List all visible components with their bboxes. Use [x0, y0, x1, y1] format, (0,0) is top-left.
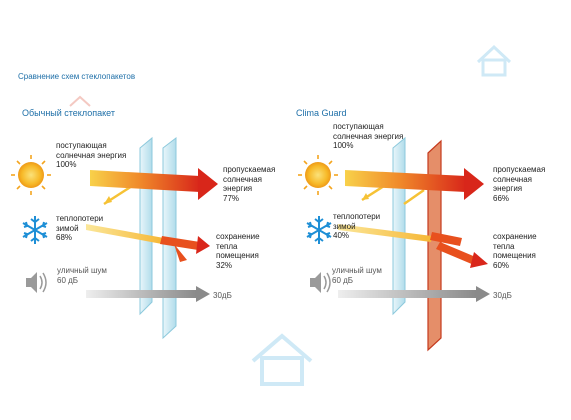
panel-clima-guard — [298, 136, 490, 352]
label-line: теплопотери — [333, 212, 381, 221]
label-value: 100% — [56, 160, 77, 169]
label-line: энергия — [493, 184, 523, 193]
label-line: солнечная энергия — [333, 131, 404, 141]
sun-arrow — [90, 168, 218, 200]
label-line: солнечная энергия — [56, 150, 127, 160]
label-line: пропускаемая — [493, 165, 546, 174]
label-value: 60 дБ — [332, 275, 354, 285]
noise-arrow — [338, 286, 490, 302]
label-value: 66% — [493, 193, 510, 203]
reflected-sun-arrow — [103, 184, 133, 206]
label-line: тепла — [493, 241, 515, 251]
label-value: 60% — [493, 260, 510, 270]
sun-out-label: пропускаемая солнечная энергия 66% — [493, 165, 545, 203]
sun-in-label: поступающая солнечная энергия 100% — [333, 122, 403, 151]
label-line: зимой — [333, 221, 356, 231]
label-value: 77% — [223, 193, 240, 203]
heat-arrow — [86, 224, 210, 262]
label-line: теплопотери — [56, 214, 104, 223]
glass-pane — [392, 136, 406, 316]
label-line: поступающая — [56, 141, 107, 150]
label-value: 68% — [56, 233, 73, 242]
noise-in-label: уличный шум 60 дБ — [57, 266, 107, 285]
reflected-sun-arrow — [361, 184, 425, 206]
label-line: солнечная — [493, 174, 532, 184]
noise-out-label: 30дБ — [213, 291, 232, 300]
label-line: пропускаемая — [223, 165, 276, 174]
heat-kept-label: сохранение тепла помещения 60% — [493, 232, 537, 270]
label-line: уличный шум — [57, 266, 107, 275]
speaker-icon — [310, 272, 331, 293]
heat-loss-label: теплопотери зимой 68% — [56, 214, 103, 243]
label-line: зимой — [56, 223, 79, 233]
snowflake-icon — [22, 216, 48, 244]
label-value: 100% — [333, 141, 354, 150]
label-line: сохранение — [216, 232, 260, 241]
sun-out-label: пропускаемая солнечная энергия 77% — [223, 165, 275, 203]
sun-in-label: поступающая солнечная энергия 100% — [56, 141, 126, 170]
panel-title-ordinary: Обычный стеклопакет — [22, 108, 115, 118]
label-line: сохранение — [493, 232, 537, 241]
label-line: энергия — [223, 184, 253, 193]
label-line: уличный шум — [332, 266, 382, 275]
label-value: 32% — [216, 260, 233, 270]
label-line: помещения — [216, 251, 259, 260]
label-line: помещения — [493, 251, 536, 260]
page-title: Сравнение схем стеклопакетов — [18, 72, 136, 81]
heat-loss-label: теплопотери зимой 40% — [333, 212, 380, 241]
heat-arrow — [338, 224, 488, 268]
sun-icon — [11, 155, 51, 195]
noise-in-label: уличный шум 60 дБ — [332, 266, 382, 285]
noise-arrow — [86, 286, 210, 302]
speaker-icon — [26, 272, 47, 293]
label-line: солнечная — [223, 174, 262, 184]
glass-pane — [139, 136, 153, 316]
label-line: поступающая — [333, 122, 384, 131]
label-line: тепла — [216, 241, 238, 251]
sun-icon — [298, 155, 338, 195]
panel-ordinary — [11, 136, 218, 340]
house-watermark-icon — [69, 95, 91, 107]
label-value: 40% — [333, 231, 350, 240]
panel-title-clima-guard: Clima Guard — [296, 108, 347, 118]
sun-arrow — [345, 168, 484, 200]
house-watermark-icon — [251, 333, 313, 386]
house-watermark-icon — [476, 44, 512, 77]
snowflake-icon — [306, 216, 332, 244]
noise-out-label: 30дБ — [493, 291, 512, 300]
label-value: 60 дБ — [57, 275, 79, 285]
heat-kept-label: сохранение тепла помещения 32% — [216, 232, 260, 270]
